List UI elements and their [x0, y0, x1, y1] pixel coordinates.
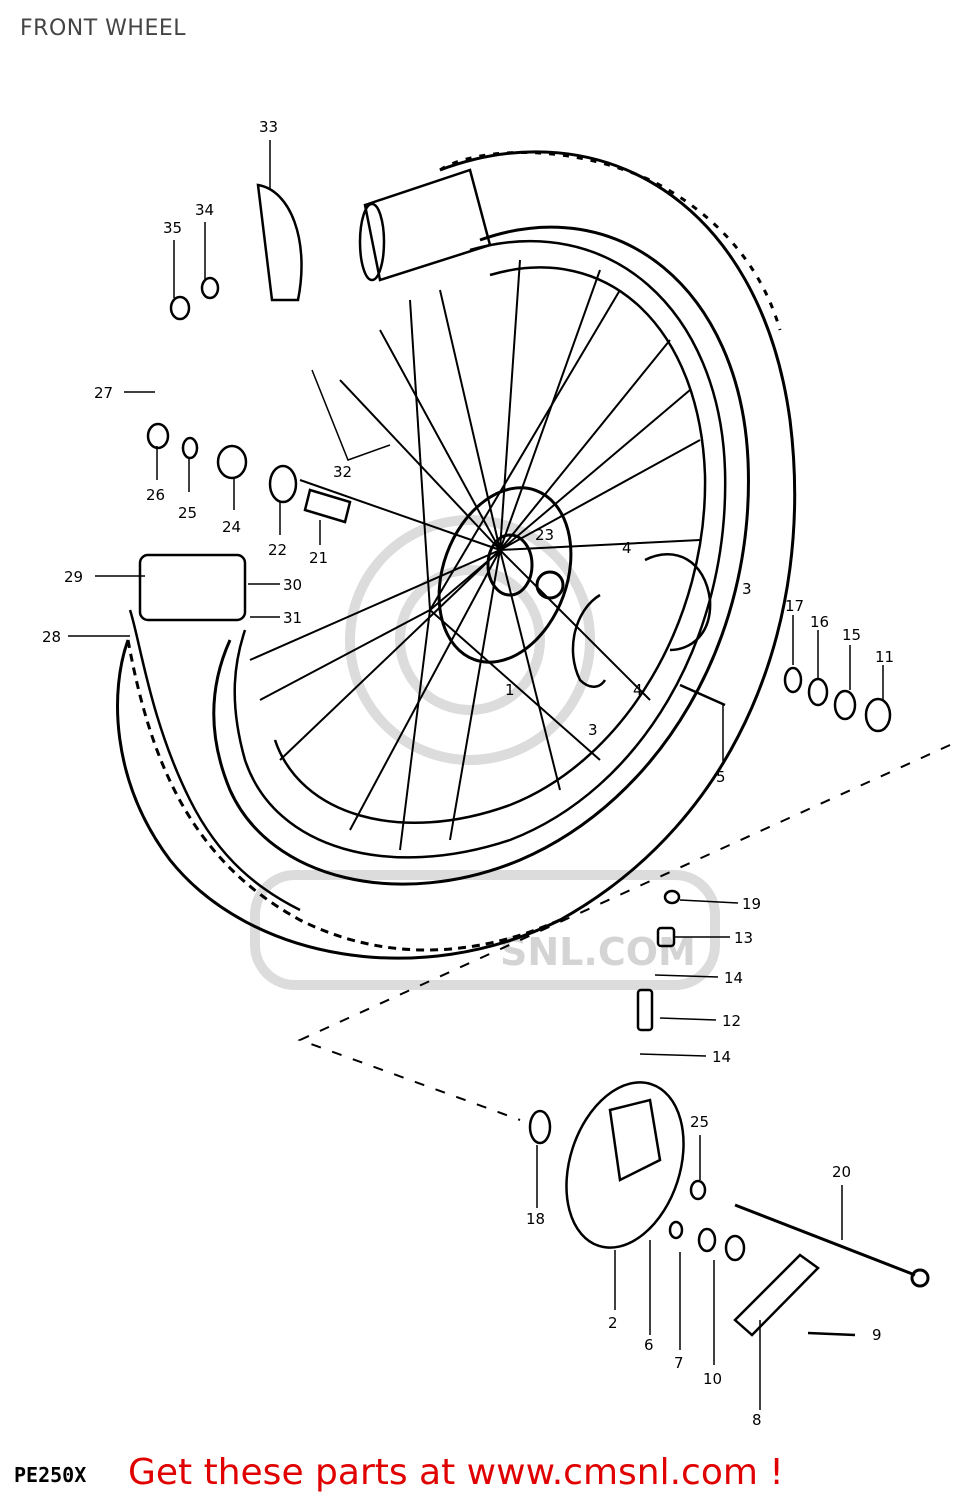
callout-7: 7: [674, 1354, 684, 1372]
callout-15: 15: [842, 626, 861, 644]
tube-drawing: [358, 168, 492, 282]
callout-29: 29: [64, 568, 83, 586]
callout-6: 6: [644, 1336, 654, 1354]
callout-27: 27: [94, 384, 113, 402]
callout-4-upper: 4: [622, 539, 632, 557]
guide-lines: [297, 744, 951, 1121]
callout-3-upper: 3: [742, 580, 752, 598]
callout-26: 26: [146, 486, 165, 504]
callout-3-lower: 3: [588, 721, 598, 739]
callout-16: 16: [810, 613, 829, 631]
callout-19: 19: [742, 895, 761, 913]
callout-33: 33: [259, 118, 278, 136]
callout-18: 18: [526, 1210, 545, 1228]
callout-20: 20: [832, 1163, 851, 1181]
callout-5: 5: [716, 768, 726, 786]
callout-23: 23: [535, 526, 554, 544]
leader-lines: [68, 140, 884, 1410]
callout-34: 34: [195, 201, 214, 219]
callout-35: 35: [163, 219, 182, 237]
callout-30: 30: [283, 576, 302, 594]
callout-4-lower: 4: [633, 681, 643, 699]
callout-28: 28: [42, 628, 61, 646]
rim-band-drawing: [128, 553, 301, 912]
get-parts-link[interactable]: Get these parts at www.cmsnl.com !: [128, 1452, 784, 1493]
callout-8: 8: [752, 1411, 762, 1429]
page-title: FRONT WHEEL: [20, 16, 186, 41]
callout-13: 13: [734, 929, 753, 947]
watermark: SNL.COM: [500, 930, 696, 974]
callout-24: 24: [222, 518, 241, 536]
tire-drawing: [116, 150, 797, 960]
callout-31: 31: [283, 609, 302, 627]
brake-arm-drawing: [733, 1253, 820, 1337]
rim-drawing: [233, 239, 727, 859]
callout-17: 17: [785, 597, 804, 615]
callout-25: 25: [178, 504, 197, 522]
callout-25-lower: 25: [690, 1113, 709, 1131]
callout-14-upper: 14: [724, 969, 743, 987]
callout-2: 2: [608, 1314, 618, 1332]
callout-21: 21: [309, 549, 328, 567]
watermark-logo: [250, 515, 720, 990]
hub-drawing: [437, 486, 573, 664]
callout-1: 1: [505, 681, 515, 699]
model-code: PE250X: [14, 1463, 87, 1487]
axle-drawing: [734, 1203, 930, 1288]
callout-9: 9: [872, 1326, 882, 1344]
callout-14-lower: 14: [712, 1048, 731, 1066]
brake-shoes-drawing: [571, 553, 712, 688]
brake-panel-drawing: [565, 1081, 685, 1249]
callout-11: 11: [875, 648, 894, 666]
callout-numbers: 33 34 35 27 26 25 24 22 21 32 29 30 31 2…: [42, 118, 894, 1429]
callout-22: 22: [268, 541, 287, 559]
callout-10: 10: [703, 1370, 722, 1388]
spokes-drawing: [249, 259, 701, 851]
callout-32: 32: [333, 463, 352, 481]
callout-12: 12: [722, 1012, 741, 1030]
